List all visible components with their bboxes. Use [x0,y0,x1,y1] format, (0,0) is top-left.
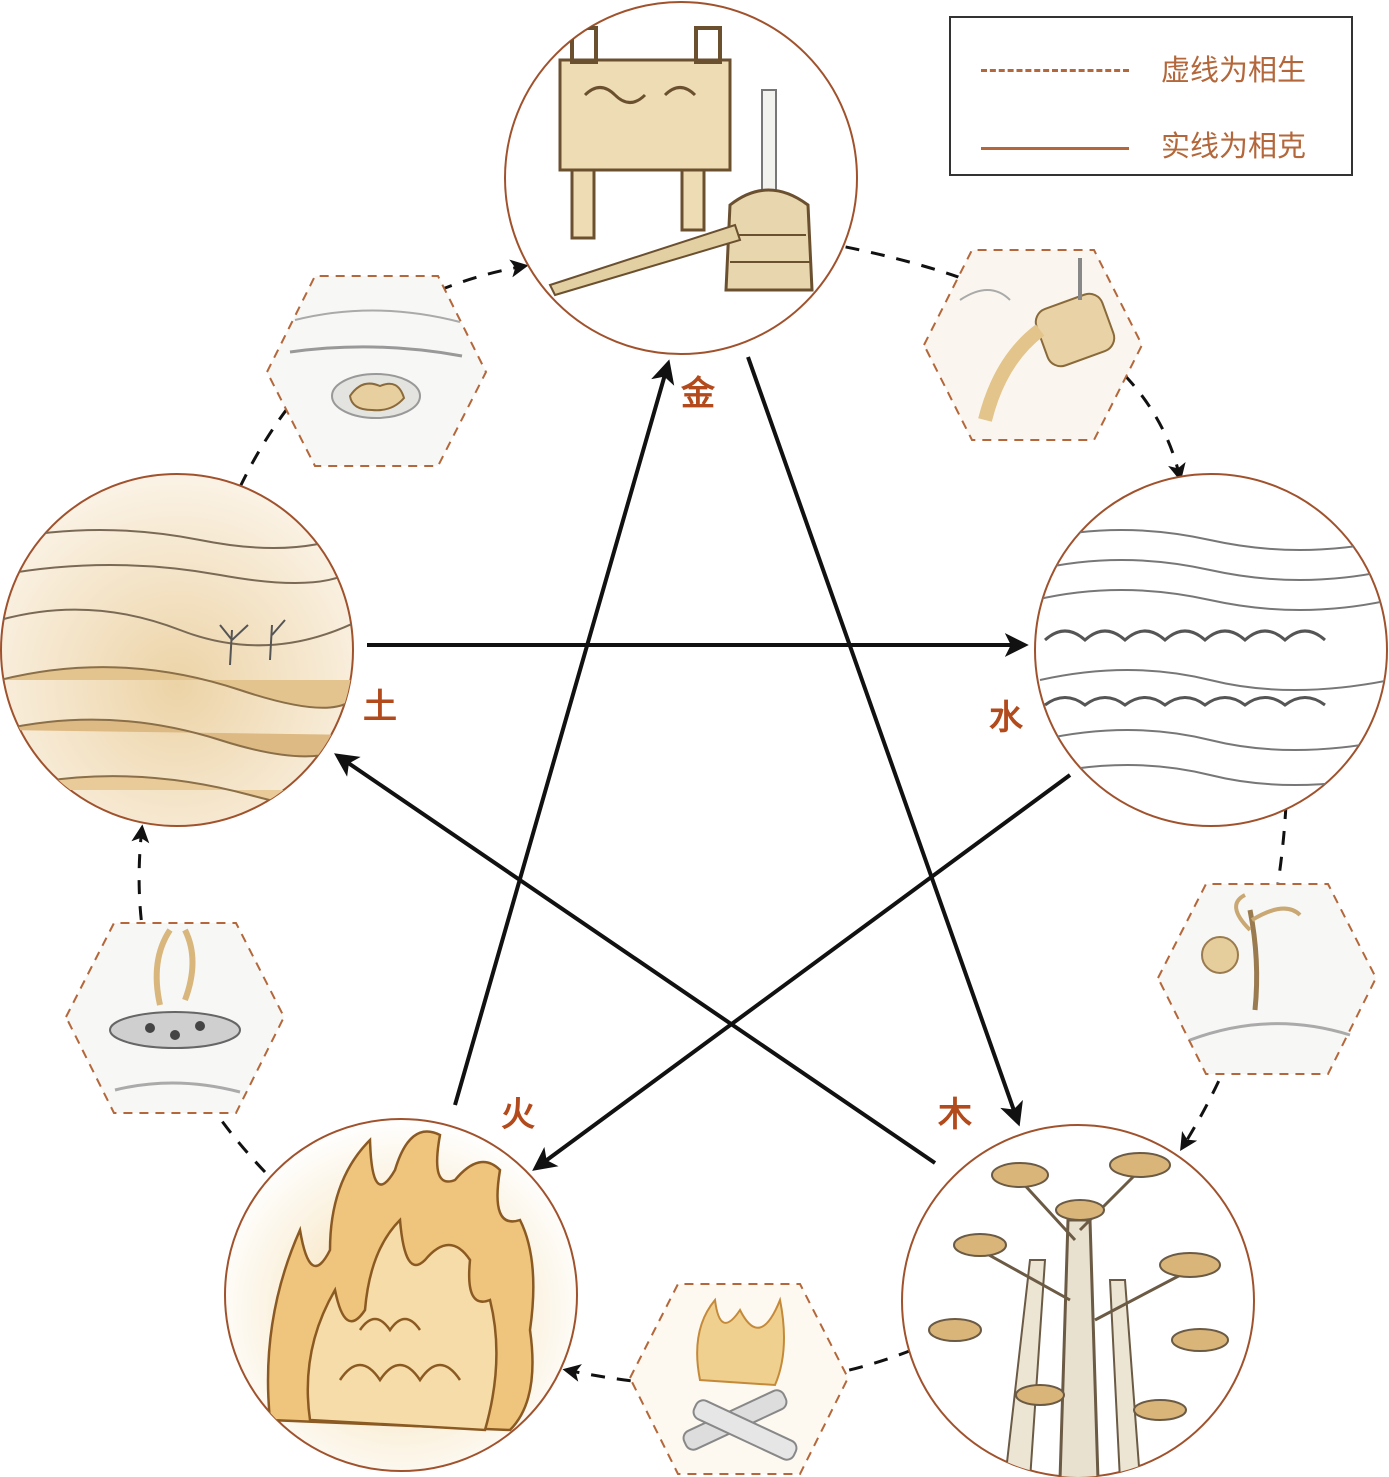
bronze-vessels-icon [548,26,814,297]
hex-metal-to-water [922,249,1144,441]
legend-solid-label: 实线为相克 [1161,129,1307,163]
pine-trees-icon [928,1152,1229,1477]
element-metal [504,1,858,355]
hex-water-to-wood [1156,883,1378,1075]
legend-dashed-label: 虚线为相生 [1161,53,1307,87]
overcoming-cycle [334,356,1072,1171]
label-metal: 金 [680,374,716,414]
arrow-fire-to-metal [453,359,675,1106]
ashes-smoke-icon [109,928,241,1094]
legend-solid-line [981,147,1129,150]
label-fire: 火 [501,1095,535,1135]
flames-icon [266,1130,535,1432]
legend-row-overcoming: 实线为相克 [981,128,1331,168]
element-wood [901,1124,1255,1477]
arrow-metal-to-wood [746,356,1023,1127]
label-earth: 土 [363,687,397,727]
arrow-water-to-fire [532,773,1072,1171]
ore-in-ground-icon [289,309,463,419]
arrow-wood-to-earth [334,753,937,1165]
element-water [1034,473,1388,827]
pouring-molten-metal-icon [959,258,1116,422]
hex-earth-to-metal [265,275,488,467]
label-wood: 木 [937,1095,972,1135]
burning-logs-icon [682,1296,798,1461]
legend-dashed-line [981,69,1129,72]
hex-wood-to-fire [628,1283,850,1475]
tree-by-water-icon [1189,893,1351,1042]
label-water: 水 [989,698,1024,738]
legend: 虚线为相生 实线为相克 [949,16,1353,176]
hex-fire-to-earth [64,922,286,1114]
legend-row-generating: 虚线为相生 [981,50,1331,90]
element-earth [0,473,354,827]
element-fire [224,1118,578,1472]
waves-icon [1035,529,1387,786]
